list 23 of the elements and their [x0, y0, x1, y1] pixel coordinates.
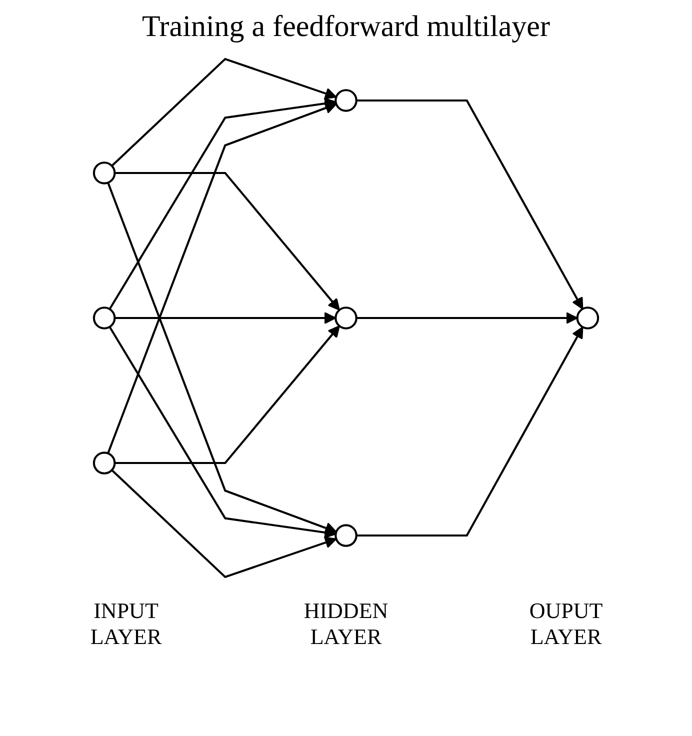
arrow: [356, 312, 578, 324]
arrow: [114, 172, 340, 311]
arrow: [114, 312, 336, 324]
layer-label: OUPUT LAYER: [528, 598, 604, 650]
arrow: [356, 99, 584, 310]
arrow: [107, 182, 337, 534]
title: Training a feedforward multilayer: [141, 10, 551, 44]
arrow: [356, 326, 584, 537]
arrow: [107, 102, 337, 454]
node-circle: [334, 306, 358, 330]
node-circle: [334, 89, 358, 112]
node-circle: [92, 452, 116, 474]
arrow: [108, 97, 336, 310]
layer-label: INPUT LAYER: [89, 598, 163, 650]
node-circle: [334, 524, 358, 547]
arrow: [114, 325, 340, 464]
arrow: [111, 58, 337, 167]
arrow: [111, 469, 337, 578]
node-circle: [92, 162, 116, 184]
arrow: [108, 326, 336, 539]
node-circle: [576, 306, 600, 330]
layer-label: HIDDEN LAYER: [302, 598, 390, 650]
node-circle: [92, 306, 116, 330]
